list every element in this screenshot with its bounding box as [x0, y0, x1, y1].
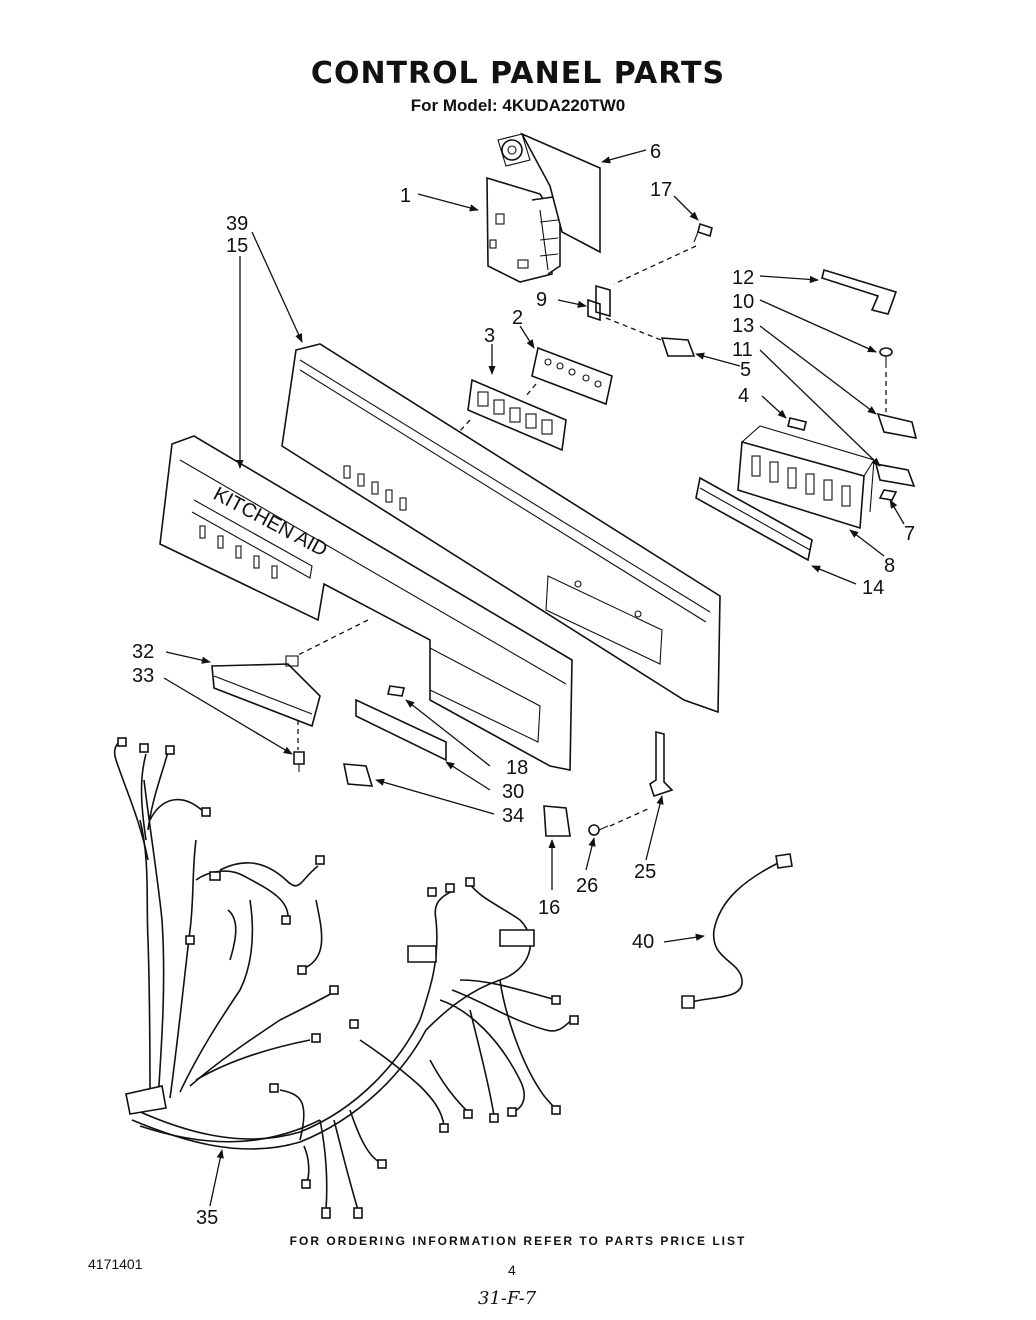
page-title: CONTROL PANEL PARTS	[310, 56, 726, 91]
callout-3: 3	[484, 325, 495, 347]
callout-1: 1	[400, 185, 411, 207]
callout-35: 35	[196, 1207, 218, 1229]
wire-harness-35	[113, 737, 579, 1219]
bracket-12	[821, 268, 898, 315]
callout-7: 7	[904, 523, 915, 545]
callout-26: 26	[576, 875, 598, 897]
harness-40	[681, 853, 793, 1009]
circuit-board-part	[520, 132, 601, 254]
screw-18	[387, 685, 405, 697]
callout-30: 30	[502, 781, 524, 803]
cover-32	[211, 655, 321, 728]
callout-9: 9	[536, 289, 547, 311]
callout-5: 5	[740, 359, 751, 381]
callout-13: 13	[732, 315, 754, 337]
bracket-25	[649, 730, 674, 798]
callout-10: 10	[732, 291, 754, 313]
screw-33	[293, 751, 305, 772]
callout-15: 15	[226, 235, 248, 257]
callout-39: 39	[226, 213, 248, 235]
callout-12: 12	[732, 267, 754, 289]
handwritten-note: 31-F-7	[478, 1288, 537, 1309]
callout-numbers: 1 6 17 39 15 12 10 9 2 13 3 5 11 4 7 8 1…	[132, 141, 915, 1229]
switch-5	[660, 337, 696, 357]
callout-6: 6	[650, 141, 661, 163]
callout-33: 33	[132, 665, 154, 687]
bracket-9	[587, 284, 611, 322]
timer-part	[486, 133, 561, 283]
callout-4: 4	[738, 385, 749, 407]
model-subtitle: For Model: 4KUDA220TW0	[410, 96, 626, 115]
screw-10	[879, 347, 893, 368]
callout-14: 14	[862, 577, 884, 599]
page-number: 4	[508, 1262, 516, 1278]
callout-2: 2	[512, 307, 523, 329]
switch-13	[876, 412, 918, 440]
clip-7	[878, 489, 898, 501]
switch-block-8	[737, 425, 875, 530]
callout-8: 8	[884, 555, 895, 577]
screw-17	[693, 222, 713, 243]
knob-16	[543, 805, 571, 837]
document-number: 4171401	[88, 1256, 143, 1272]
callout-18: 18	[506, 757, 528, 779]
callout-leader-lines	[163, 149, 905, 1207]
bracket-11	[874, 462, 916, 488]
screw-26	[588, 824, 609, 836]
callout-32: 32	[132, 641, 154, 663]
rear-panel-39	[281, 343, 721, 714]
callout-40: 40	[632, 931, 654, 953]
screw-4	[787, 417, 807, 431]
label-plate-2	[531, 346, 613, 406]
button-housing-3	[467, 378, 567, 452]
ordering-footer-note: FOR ORDERING INFORMATION REFER TO PARTS …	[289, 1234, 747, 1248]
callout-25: 25	[634, 861, 656, 883]
bracket-30	[355, 698, 447, 762]
callout-17: 17	[650, 179, 672, 201]
callout-16: 16	[538, 897, 560, 919]
clip-34	[343, 763, 374, 787]
callout-11: 11	[732, 339, 753, 361]
callout-34: 34	[502, 805, 524, 827]
